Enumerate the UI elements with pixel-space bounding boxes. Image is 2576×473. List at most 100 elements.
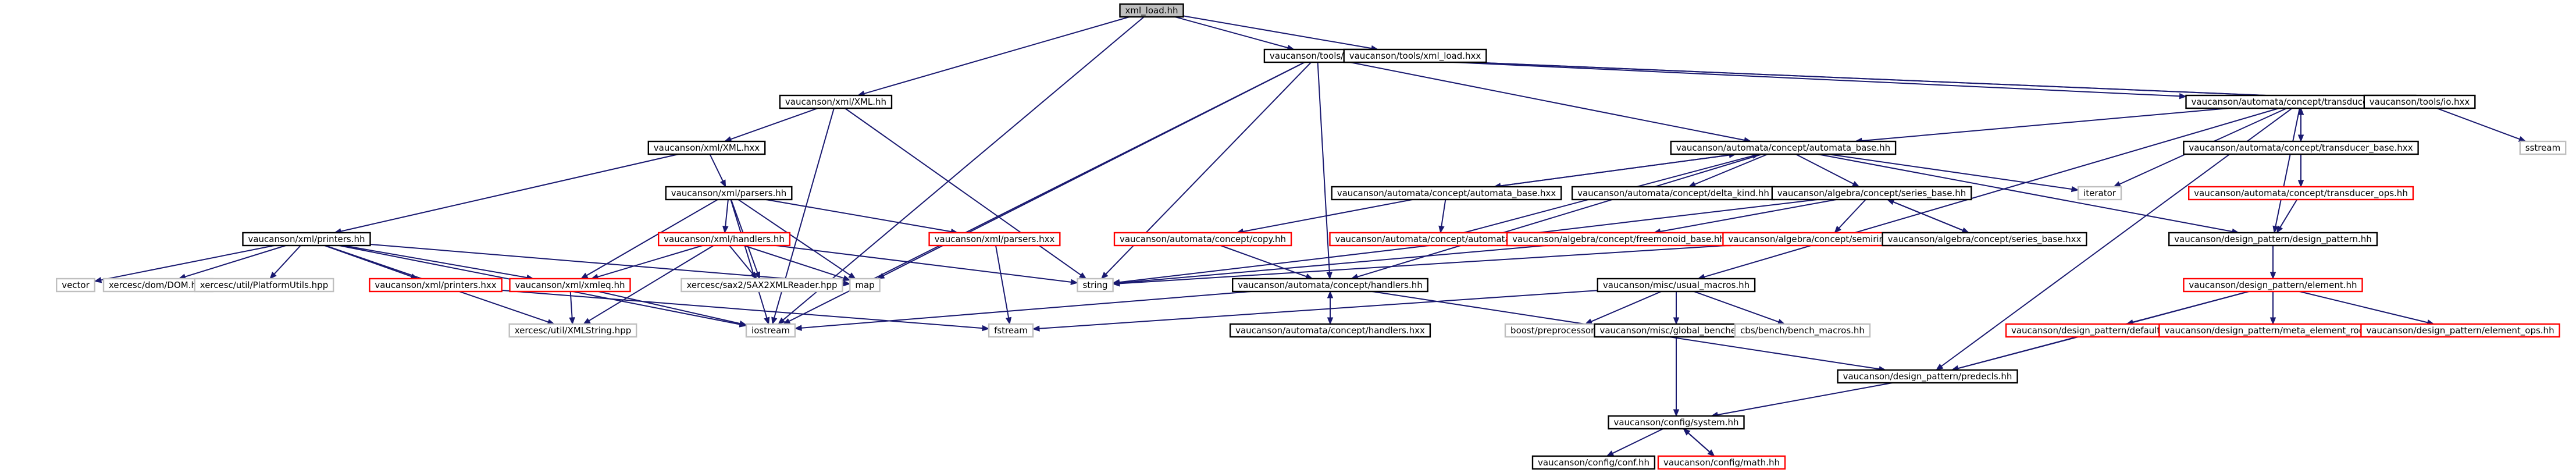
edge-arrowhead [1834,226,1841,233]
node-copy-hh[interactable]: vaucanson/automata/concept/copy.hh [1113,232,1292,247]
node-map[interactable]: map [849,278,881,293]
node-iostream[interactable]: iostream [745,323,796,338]
node-label: vaucanson/xml/printers.hxx [375,280,496,290]
edge-line [845,108,1081,276]
edge-xml_handlers_hh-to-string [775,245,1078,285]
node-label: vaucanson/automata/concept/automata_base… [1676,143,1890,154]
edge-line [586,199,718,276]
node-handlers-hh[interactable]: vaucanson/automata/concept/handlers.hh [1231,278,1428,293]
edge-arrowhead [722,226,729,234]
node-delta-kind-hh[interactable]: vaucanson/automata/concept/delta_kind.hh [1571,186,1776,201]
edge-line [1861,108,2229,141]
node-label: vaucanson/tools/xml_load.hxx [1349,51,1481,62]
edge-xml_XML_hxx-to-xml_parsers_hh [709,154,726,188]
node-transducer-ops-hh[interactable]: vaucanson/automata/concept/transducer_op… [2187,186,2414,201]
node-meta-element-root-hh[interactable]: vaucanson/design_pattern/meta_element_ro… [2158,323,2388,338]
edge-line [725,199,729,227]
edge-xml_XML_hh-to-xml_XML_hxx [724,108,818,143]
node-series-base-hxx[interactable]: vaucanson/algebra/concept/series_base.hx… [1882,232,2087,247]
node-xml-XML-hh[interactable]: vaucanson/xml/XML.hh [779,94,893,109]
edge-line [569,291,573,318]
node-xerces-platform[interactable]: xercesc/util/PlatformUtils.hpp [194,278,334,293]
node-config-system-hh[interactable]: vaucanson/config/system.hh [1608,415,1745,430]
node-label: iterator [2083,188,2117,198]
node-handlers-hxx[interactable]: vaucanson/automata/concept/handlers.hxx [1229,323,1431,338]
edge-line [1349,62,1745,141]
node-xml-XML-hxx[interactable]: vaucanson/xml/XML.hxx [647,140,766,155]
edge-arrowhead [1100,272,1109,279]
edge-line [1958,336,2079,369]
node-box [2519,140,2567,155]
edge-arrowhead [1078,272,1087,279]
node-label: vaucanson/config/conf.hh [1538,457,1649,468]
node-box [1331,186,1562,201]
node-vector[interactable]: vector [55,278,95,293]
edge-tools_io_hh-to-automata_base_hh [1349,62,1752,143]
edge-usual_macros_hh-to-bench_macros_hh [1694,291,1786,325]
node-global-bencher-hh[interactable]: vaucanson/misc/global_bencher.hh [1594,323,1759,338]
node-element-ops-hh[interactable]: vaucanson/design_pattern/element_ops.hh [2360,323,2560,338]
node-label: vaucanson/automata/concept/handlers.hh [1238,280,1423,290]
node-element-hh[interactable]: vaucanson/design_pattern/element.hh [2183,278,2363,293]
node-label: cbs/bench/bench_macros.hh [1740,325,1865,336]
edge-line [1494,154,1730,187]
edge-semiring_base_hh-to-string [1112,245,1727,287]
node-fstream[interactable]: fstream [988,323,1034,338]
node-xml-xmleq-hh[interactable]: vaucanson/xml/xmleq.hh [509,278,631,293]
node-xml-parsers-hxx[interactable]: vaucanson/xml/parsers.hxx [928,232,1061,247]
node-automata-ops-hh[interactable]: vaucanson/automata/concept/automata_ops.… [1329,232,1550,247]
node-xml-printers-hh[interactable]: vaucanson/xml/printers.hh [242,232,371,247]
edge-line [1119,245,1546,284]
edge-line [2299,291,2428,323]
edge-automata_base_hh-to-series_base_hh [1795,154,1860,187]
edge-arrowhead [842,275,851,282]
node-box [1837,369,2018,384]
node-string[interactable]: string [1077,278,1114,293]
edge-line [2436,108,2520,140]
node-transducer-base-hxx[interactable]: vaucanson/automata/concept/transducer_ba… [2183,140,2419,155]
node-semiring-base-hh[interactable]: vaucanson/algebra/concept/semiring_base.… [1722,232,1935,247]
node-root[interactable]: xml_load.hh [1119,3,1184,18]
node-xml-handlers-hh[interactable]: vaucanson/xml/handlers.hh [657,232,791,247]
node-freemonoid-base-hh[interactable]: vaucanson/algebra/concept/freemonoid_bas… [1506,232,1731,247]
node-bench-macros-hh[interactable]: cbs/bench/bench_macros.hh [1734,323,1871,338]
node-box [1882,232,2087,247]
node-series-base-hh[interactable]: vaucanson/algebra/concept/series_base.hh [1771,186,1972,201]
node-sstream[interactable]: sstream [2519,140,2567,155]
node-box [1531,455,1656,470]
node-tools-xml-load-hxx[interactable]: vaucanson/tools/xml_load.hxx [1343,48,1487,63]
node-xml-printers-hxx[interactable]: vaucanson/xml/printers.hxx [369,278,503,293]
node-box [988,323,1034,338]
edge-arrowhead [1438,225,1445,234]
edge-line [1795,154,1854,184]
node-label: string [1082,280,1107,290]
node-label: vaucanson/xml/XML.hh [785,97,886,107]
node-label: xercesc/dom/DOM.hpp [109,280,208,290]
node-xerces-xmlstring[interactable]: xercesc/util/XMLString.hpp [508,323,637,338]
edge-arrowhead [1327,290,1334,298]
node-box [1231,278,1428,293]
edge-arrowhead [2269,272,2276,280]
node-xerces-dom[interactable]: xercesc/dom/DOM.hpp [102,278,214,293]
node-label: vaucanson/misc/usual_macros.hh [1603,280,1750,291]
node-usual-macros-hh[interactable]: vaucanson/misc/usual_macros.hh [1597,278,1756,293]
node-box [2360,323,2560,338]
node-transducer-base-hh[interactable]: vaucanson/automata/concept/transducer_ba… [2185,94,2417,109]
edge-arrowhead [2179,93,2187,99]
node-config-math-hh[interactable]: vaucanson/config/math.hh [1657,455,1786,470]
node-predecls-hh[interactable]: vaucanson/design_pattern/predecls.hh [1837,369,2018,384]
node-xml-parsers-hh[interactable]: vaucanson/xml/parsers.hh [665,186,793,201]
node-tools-io-hxx[interactable]: vaucanson/tools/io.hxx [2363,94,2476,109]
node-iterator[interactable]: iterator [2077,186,2122,201]
edge-arrowhead [982,325,990,332]
edge-arrowhead [2272,225,2279,234]
node-config-conf-hh[interactable]: vaucanson/config/conf.hh [1531,455,1656,470]
node-automata-base-hh[interactable]: vaucanson/automata/concept/automata_base… [1670,140,1897,155]
edge-xml_handlers_hh-to-map [743,245,851,282]
edge-arrowhead [848,272,856,279]
edge-line [501,290,983,329]
edge-line [1660,199,1837,232]
node-design-pattern-hh[interactable]: vaucanson/design_pattern/design_pattern.… [2168,232,2378,247]
node-xerces-sax2[interactable]: xercesc/sax2/SAX2XMLReader.hpp [680,278,843,293]
node-automata-base-hxx[interactable]: vaucanson/automata/concept/automata_base… [1331,186,1562,201]
